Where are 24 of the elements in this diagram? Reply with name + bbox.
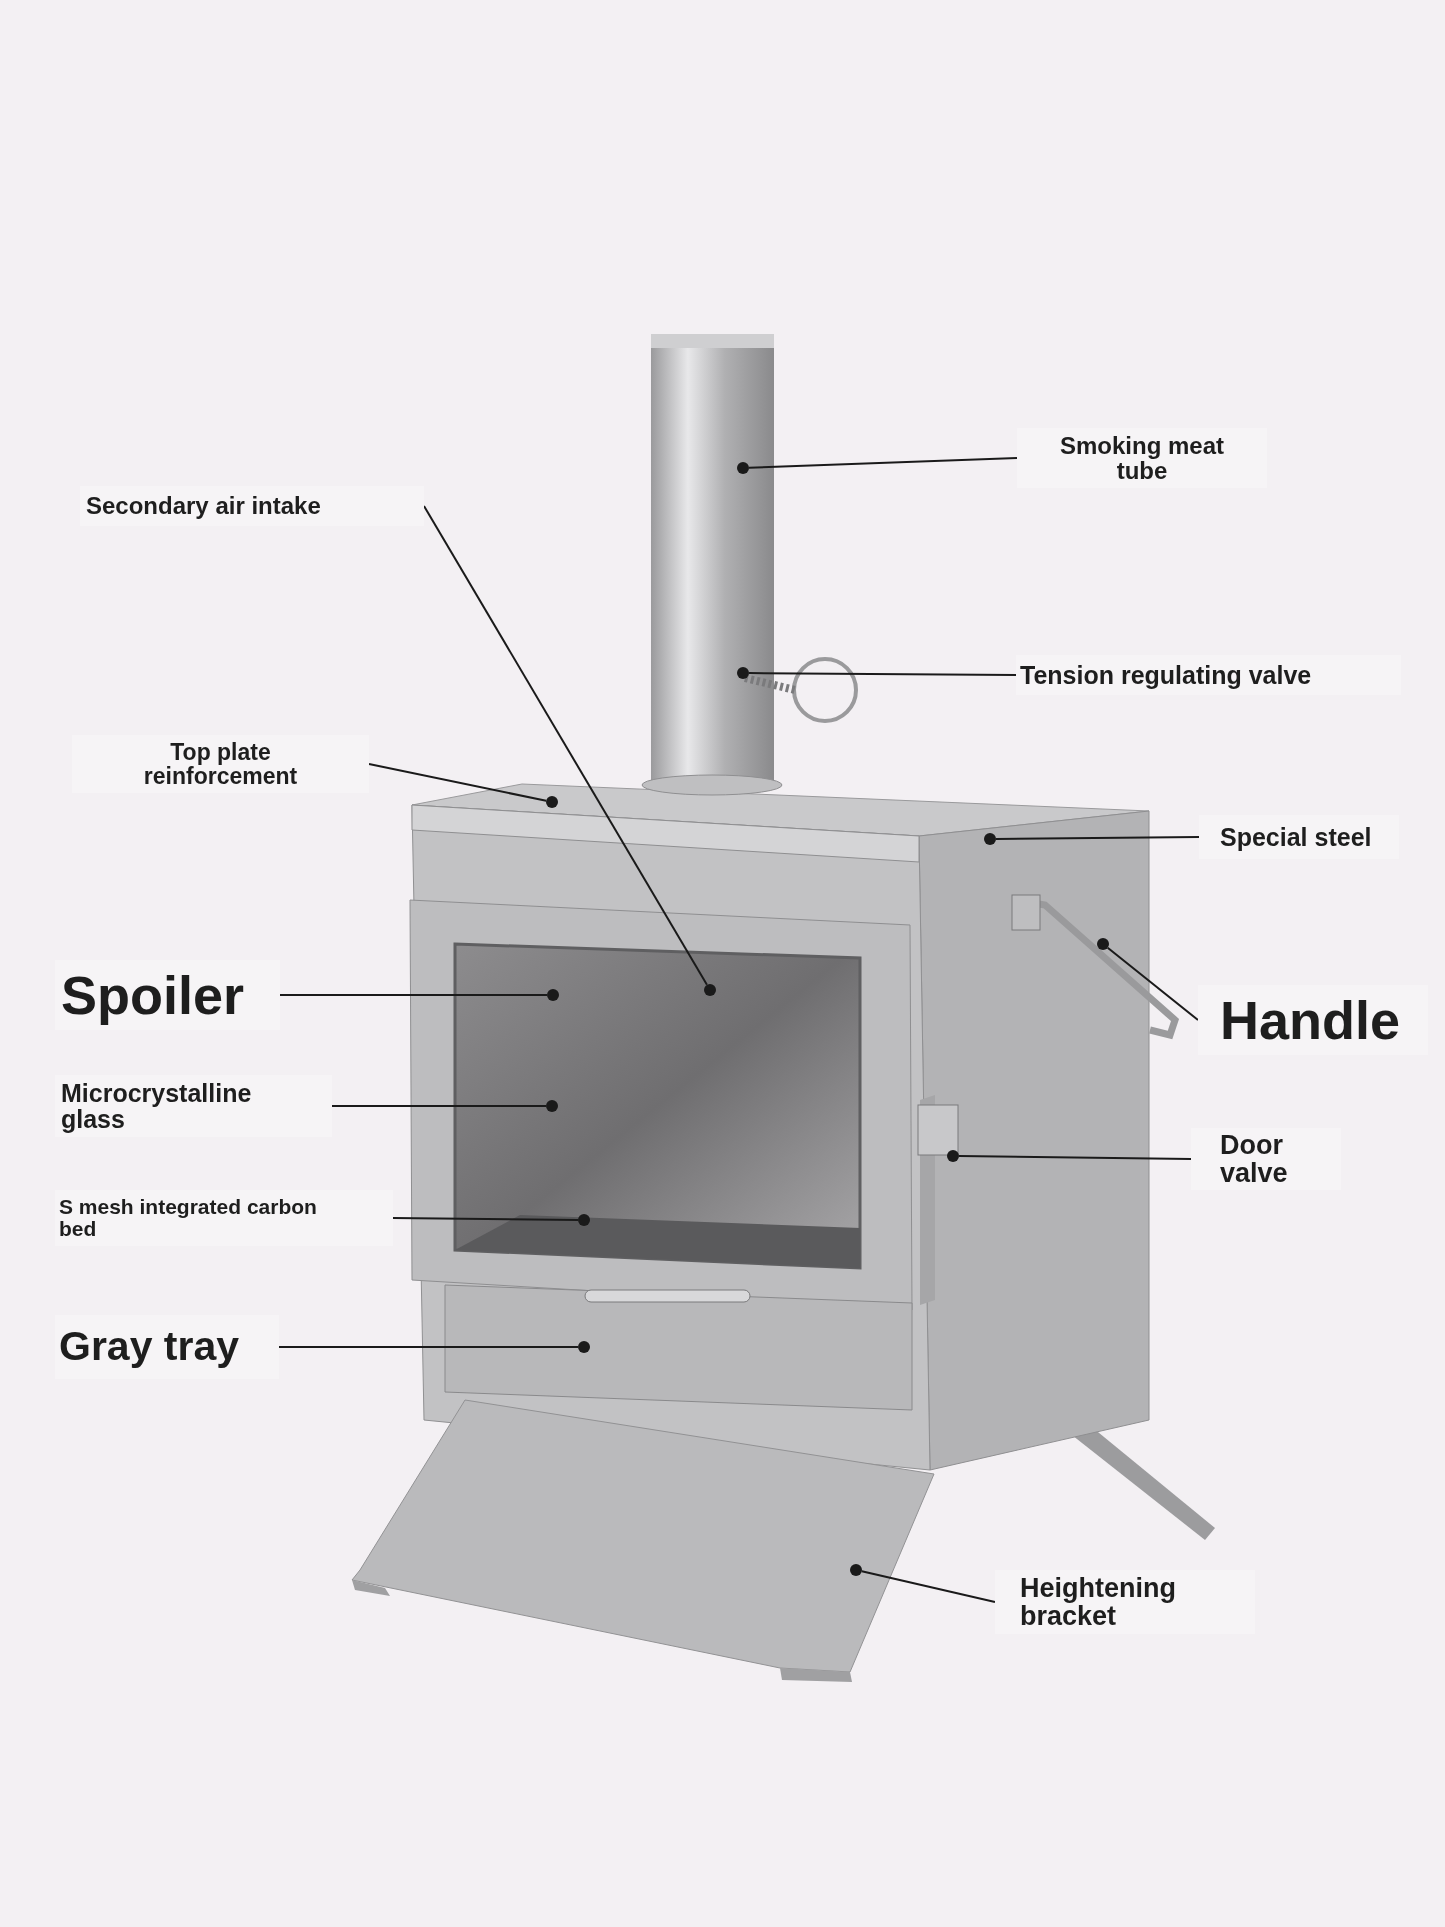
leader-line bbox=[331, 1105, 547, 1107]
leader-line bbox=[995, 836, 1200, 840]
callout-label: Special steel bbox=[1220, 823, 1373, 851]
callout-label: Gray tray bbox=[59, 1325, 241, 1369]
callout-label: Secondary air intake bbox=[86, 493, 322, 519]
callout-label: Spoiler bbox=[61, 966, 246, 1024]
callout-label: Tension regulating valve bbox=[1020, 661, 1313, 689]
callout-label: Microcrystalline glass bbox=[61, 1079, 253, 1133]
callout-label: Door valve bbox=[1220, 1130, 1289, 1188]
leader-line bbox=[423, 505, 708, 986]
leader-line bbox=[279, 994, 548, 996]
leader-line bbox=[958, 1155, 1192, 1160]
leader-line bbox=[748, 672, 1017, 676]
leader-line bbox=[1106, 946, 1199, 1021]
leader-line bbox=[278, 1346, 579, 1348]
callout-label: Heightening bracket bbox=[1020, 1573, 1177, 1631]
callout-label: Smoking meat tube bbox=[1058, 432, 1225, 484]
leader-line bbox=[860, 1570, 996, 1603]
leader-line bbox=[368, 763, 548, 802]
callout-label: S mesh integrated carbon bed bbox=[59, 1195, 318, 1241]
leader-line bbox=[748, 457, 1018, 469]
leader-line bbox=[392, 1217, 579, 1221]
callout-label: Handle bbox=[1220, 991, 1402, 1049]
callout-label: Top plate reinforcement bbox=[142, 739, 299, 789]
